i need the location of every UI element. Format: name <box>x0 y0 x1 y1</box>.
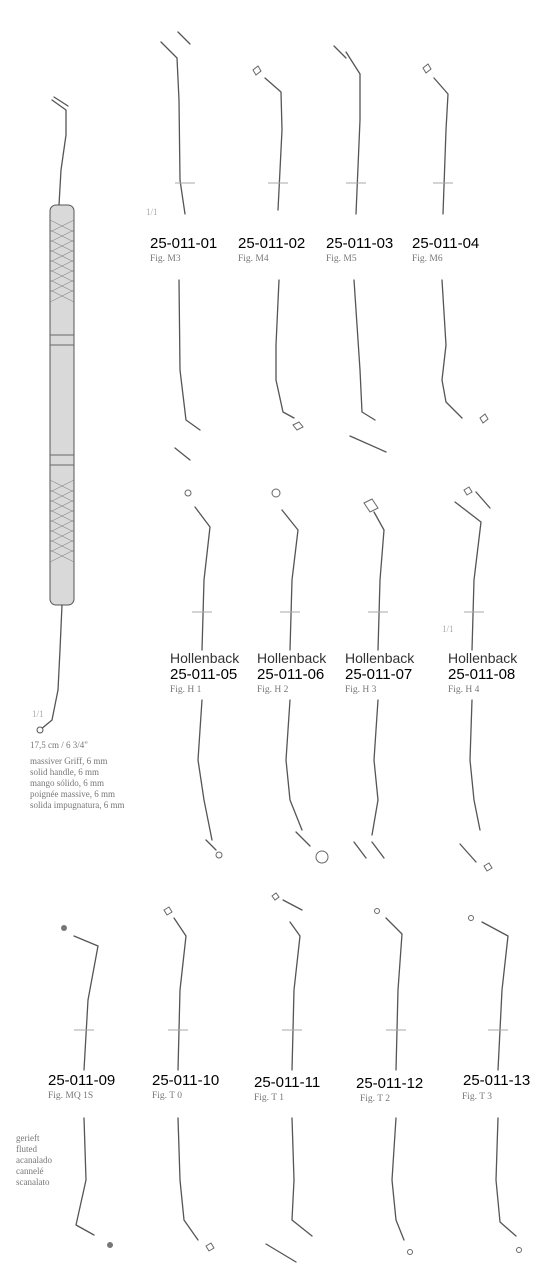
series-name: Hollenback <box>345 650 415 666</box>
handle-description: massiver Griff, 6 mm solid handle, 6 mm … <box>30 756 125 811</box>
figure-label: Fig. T 3 <box>462 1092 493 1102</box>
figure-label: Fig. H 1 <box>170 685 202 695</box>
size-label: 17,5 cm / 6 3/4" <box>30 740 88 750</box>
product-code: 25-011-13 <box>463 1072 531 1089</box>
figure-label: Fig. MQ 1S <box>48 1091 94 1101</box>
figure-label: Fig. H 3 <box>345 685 377 695</box>
series-name: Hollenback <box>448 650 518 666</box>
product-code: 25-011-02 <box>238 235 306 252</box>
product-code: 25-011-08 <box>448 666 516 683</box>
figure-label: Fig. T 2 <box>360 1094 391 1104</box>
fluted-line: cannelé <box>16 1166 44 1176</box>
handle-line: solida impugnatura, 6 mm <box>30 800 125 810</box>
section1-scale-label: 1/1 <box>146 207 158 217</box>
product-code: 25-011-10 <box>152 1072 220 1089</box>
product-code: 25-011-06 <box>257 666 325 683</box>
fluted-line: scanalato <box>16 1177 50 1187</box>
main-instrument-drawing <box>36 96 75 734</box>
handle-line: poignée massive, 6 mm <box>30 789 115 799</box>
section3-drawings <box>61 892 522 1263</box>
series-name: Hollenback <box>170 650 240 666</box>
handle-line: massiver Griff, 6 mm <box>30 756 108 766</box>
product-code: 25-011-04 <box>412 235 480 252</box>
figure-label: Fig. M6 <box>412 254 443 264</box>
handle-line: mango sólido, 6 mm <box>30 778 104 788</box>
handle-line: solid handle, 6 mm <box>30 767 99 777</box>
fluted-line: gerieft <box>16 1133 40 1143</box>
figure-label: Fig. H 4 <box>448 685 480 695</box>
fluted-description: gerieft fluted acanalado cannelé scanala… <box>16 1133 52 1188</box>
product-code: 25-011-05 <box>170 666 238 683</box>
section2-scale-label: 1/1 <box>442 624 454 634</box>
product-code: 25-011-03 <box>326 235 394 252</box>
figure-label: Fig. T 0 <box>152 1091 183 1101</box>
section1-drawings <box>160 31 489 461</box>
product-code: 25-011-01 <box>150 235 218 252</box>
figure-label: Fig. T 1 <box>254 1093 285 1103</box>
product-code: 25-011-12 <box>356 1075 424 1092</box>
figure-label: Fig. M5 <box>326 254 357 264</box>
figure-label: Fig. H 2 <box>257 685 289 695</box>
fluted-line: fluted <box>16 1144 37 1154</box>
figure-label: Fig. M3 <box>150 254 181 264</box>
product-code: 25-011-07 <box>345 666 413 683</box>
fluted-line: acanalado <box>16 1155 52 1165</box>
main-scale-label: 1/1 <box>32 709 44 719</box>
product-code: 25-011-09 <box>48 1072 116 1089</box>
product-code: 25-011-11 <box>254 1074 321 1091</box>
section2-drawings <box>184 486 493 872</box>
figure-label: Fig. M4 <box>238 254 269 264</box>
series-name: Hollenback <box>257 650 327 666</box>
